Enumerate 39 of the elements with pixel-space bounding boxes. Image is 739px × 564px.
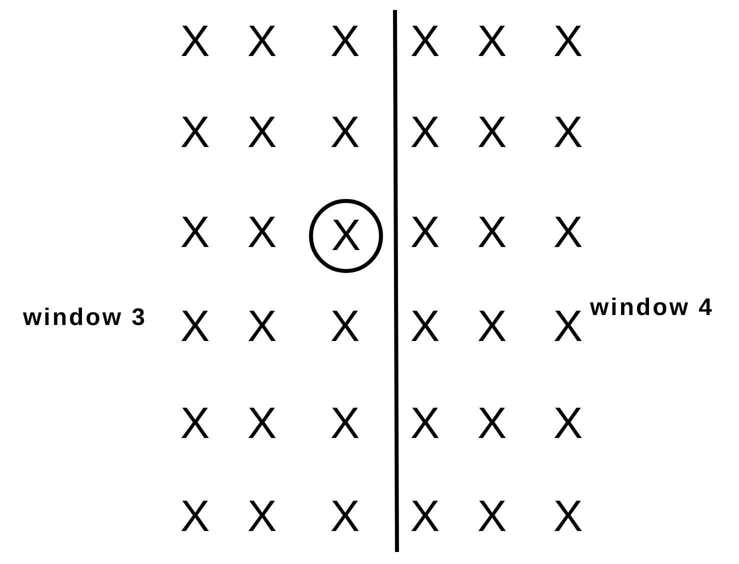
grid-letter: X [477,20,507,64]
circled-letter: X [331,214,361,258]
grid-letter: X [247,211,277,255]
grid-letter: X [553,495,583,539]
grid-letter: X [553,20,583,64]
grid-letter: X [247,495,277,539]
grid-letter: X [553,305,583,349]
grid-letter: X [330,20,360,64]
grid-letter: X [247,111,277,155]
grid-letter: X [247,20,277,64]
window-label: window 3 [22,302,148,333]
circle-outline [309,199,383,273]
grid-letter: X [330,402,360,446]
grid-letter: X [477,211,507,255]
grid-letter: X [410,305,440,349]
grid-letter: X [330,495,360,539]
grid-letter: X [553,111,583,155]
grid-letter: X [477,495,507,539]
grid-letter: X [180,495,210,539]
grid-letter: X [477,402,507,446]
grid-letter: X [180,402,210,446]
grid-letter: X [553,211,583,255]
grid-letter: X [180,211,210,255]
grid-letter: X [410,111,440,155]
grid-letter: X [247,402,277,446]
grid-letter: X [180,111,210,155]
grid-letter: X [330,305,360,349]
window-label: window 4 [589,292,715,323]
grid-letter: X [330,111,360,155]
grid-letter: X [247,305,277,349]
grid-letter: X [553,402,583,446]
grid-letter: X [410,402,440,446]
grid-letter: X [410,211,440,255]
grid-letter: X [180,305,210,349]
grid-letter: X [180,20,210,64]
grid-letter: X [410,495,440,539]
grid-letter: X [477,305,507,349]
grid-letter: X [477,111,507,155]
grid-letter: X [410,20,440,64]
